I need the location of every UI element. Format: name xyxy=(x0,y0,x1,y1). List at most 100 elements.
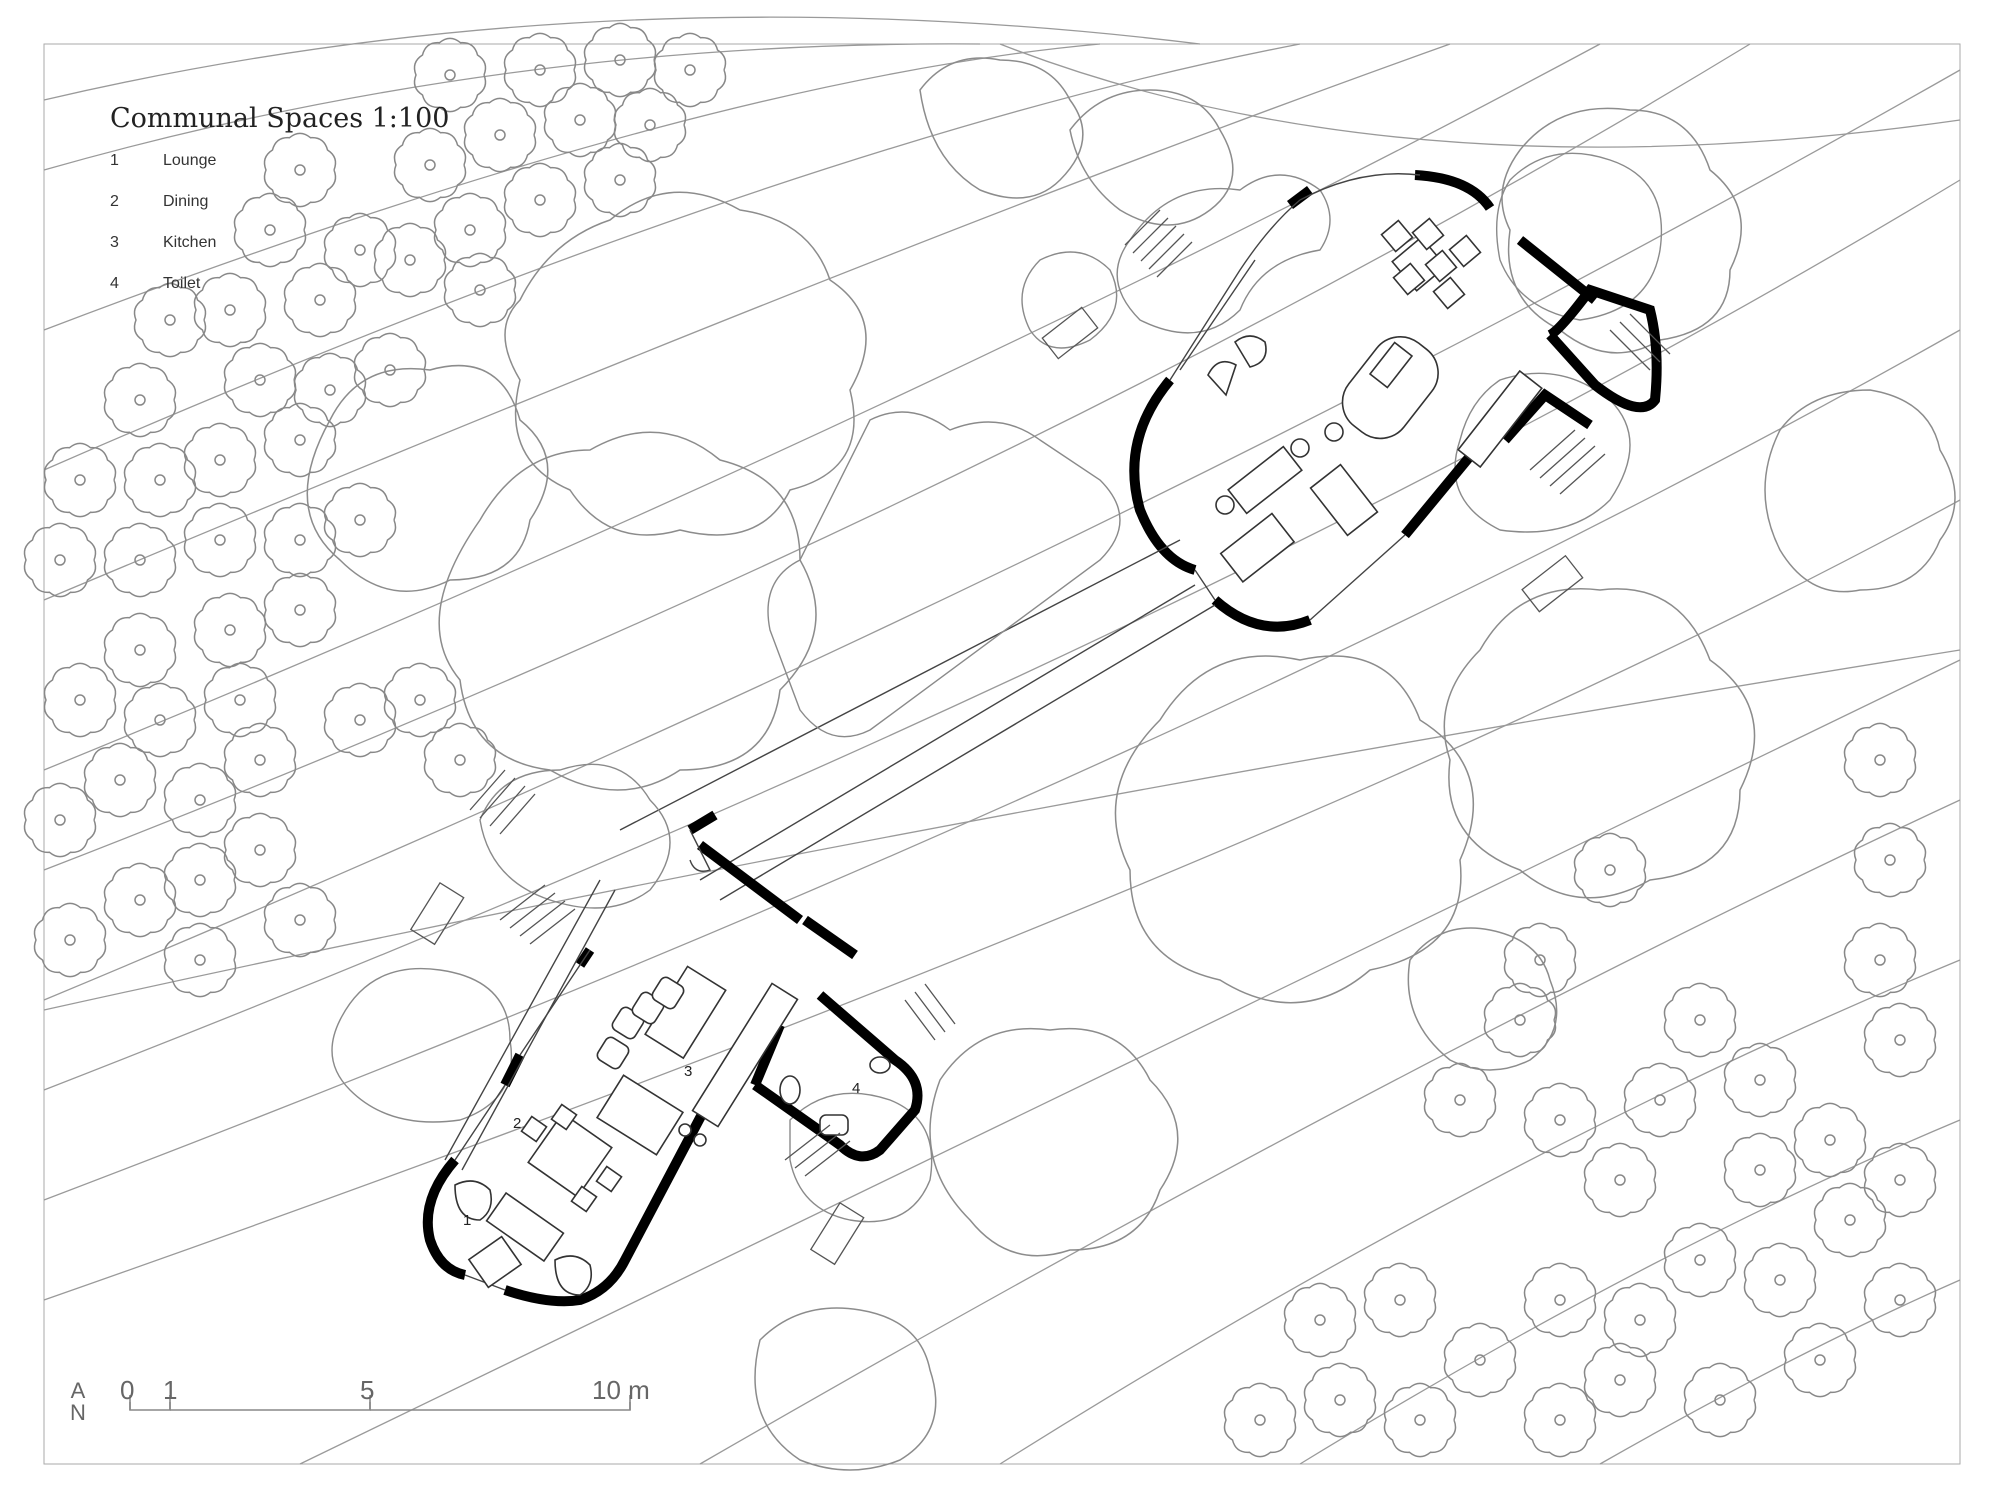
tree-trunk xyxy=(194,874,206,886)
tree-outline xyxy=(653,32,727,108)
tree-outline xyxy=(1623,1062,1697,1138)
tree-trunk xyxy=(1394,1294,1406,1306)
tree-trunk xyxy=(254,754,266,766)
tree-outline xyxy=(1523,1262,1597,1338)
tree-trunk xyxy=(1754,1164,1766,1176)
tree-outline xyxy=(23,522,97,598)
tree-trunk xyxy=(1884,854,1896,866)
tree-trunk xyxy=(534,64,546,76)
legend-item: 2 Dining xyxy=(110,193,216,234)
tree-outline xyxy=(123,442,197,518)
tree-outline xyxy=(1793,1102,1867,1178)
tree-outline xyxy=(203,662,277,738)
north-arrow-icon: A xyxy=(70,1378,86,1403)
tree-trunk xyxy=(1874,954,1886,966)
tree-trunk xyxy=(1694,1254,1706,1266)
tree-outline xyxy=(443,252,517,328)
tree-outline xyxy=(1283,1282,1357,1358)
legend-label: Toilet xyxy=(163,275,201,292)
tree-outline xyxy=(1843,922,1917,998)
tree-outline xyxy=(1523,1382,1597,1458)
tree-trunk xyxy=(1454,1094,1466,1106)
tree-trunk xyxy=(194,954,206,966)
north-letter: N xyxy=(70,1400,86,1425)
tree-trunk xyxy=(74,474,86,486)
tree-outline xyxy=(583,142,657,218)
tree-outline xyxy=(263,572,337,648)
tree-trunk xyxy=(574,114,586,126)
tree-outline xyxy=(1223,1382,1297,1458)
tree-trunk xyxy=(294,164,306,176)
scale-label-5: 5 xyxy=(360,1375,375,1405)
tree-trunk xyxy=(354,244,366,256)
tree-trunk xyxy=(614,174,626,186)
tree-trunk xyxy=(224,624,236,636)
tree-outline xyxy=(503,162,577,238)
tree-outline xyxy=(1503,922,1577,998)
tree-trunk xyxy=(384,364,396,376)
legend-number: 3 xyxy=(110,234,119,251)
tree-outline xyxy=(1783,1322,1857,1398)
tree-outline xyxy=(103,522,177,598)
tree-trunk xyxy=(644,119,656,131)
scale-label-1: 1 xyxy=(163,1375,178,1405)
legend-label: Kitchen xyxy=(163,234,217,251)
tree-trunk xyxy=(464,224,476,236)
legend-number: 1 xyxy=(110,152,119,169)
tree-outline xyxy=(433,192,507,268)
tree-trunk xyxy=(194,794,206,806)
tree-trunk xyxy=(1634,1314,1646,1326)
legend-label: Dining xyxy=(163,193,209,210)
tree-trunk xyxy=(494,129,506,141)
tree-trunk xyxy=(134,894,146,906)
walkway xyxy=(619,411,1216,901)
tree-outline xyxy=(103,612,177,688)
tree-trunk xyxy=(1514,1014,1526,1026)
tree-outline xyxy=(163,922,237,998)
tree-outline xyxy=(1303,1362,1377,1438)
tree-trunk xyxy=(294,534,306,546)
tree-outline xyxy=(223,342,297,418)
north-arrow: A N xyxy=(66,1380,90,1424)
drawing-frame xyxy=(43,43,1961,1465)
tree-outline xyxy=(1363,1262,1437,1338)
tree-outline xyxy=(103,362,177,438)
tree-trunk xyxy=(404,254,416,266)
tree-outline xyxy=(263,502,337,578)
tree-trunk xyxy=(264,224,276,236)
tree-trunk xyxy=(1894,1294,1906,1306)
tree-trunk xyxy=(1334,1394,1346,1406)
room-label-toilet: 4 xyxy=(852,1080,861,1097)
tree-outline xyxy=(183,422,257,498)
legend-item: 3 Kitchen xyxy=(110,234,216,275)
tree-trunk xyxy=(454,754,466,766)
tree-trunk xyxy=(1714,1394,1726,1406)
tree-trunk xyxy=(134,394,146,406)
tree-trunk xyxy=(424,159,436,171)
tree-symbols xyxy=(23,22,1937,1458)
tree-trunk xyxy=(1414,1414,1426,1426)
tree-outline xyxy=(393,127,467,203)
tree-outline xyxy=(1443,1322,1517,1398)
tree-trunk xyxy=(1614,1174,1626,1186)
tree-trunk xyxy=(1474,1354,1486,1366)
tree-outline xyxy=(463,97,537,173)
tree-trunk xyxy=(154,474,166,486)
tree-trunk xyxy=(1874,754,1886,766)
tree-outline xyxy=(193,272,267,348)
tree-trunk xyxy=(1554,1294,1566,1306)
tree-outline xyxy=(323,482,397,558)
contour-lines xyxy=(43,16,1961,1465)
legend-number: 4 xyxy=(110,275,119,292)
tree-outline xyxy=(1583,1142,1657,1218)
tree-trunk xyxy=(444,69,456,81)
tree-trunk xyxy=(614,54,626,66)
tree-outline xyxy=(1743,1242,1817,1318)
tree-trunk xyxy=(154,714,166,726)
tree-outline xyxy=(1423,1062,1497,1138)
tree-outline xyxy=(373,222,447,298)
tree-trunk xyxy=(114,774,126,786)
tree-outline xyxy=(103,862,177,938)
tree-trunk xyxy=(294,914,306,926)
